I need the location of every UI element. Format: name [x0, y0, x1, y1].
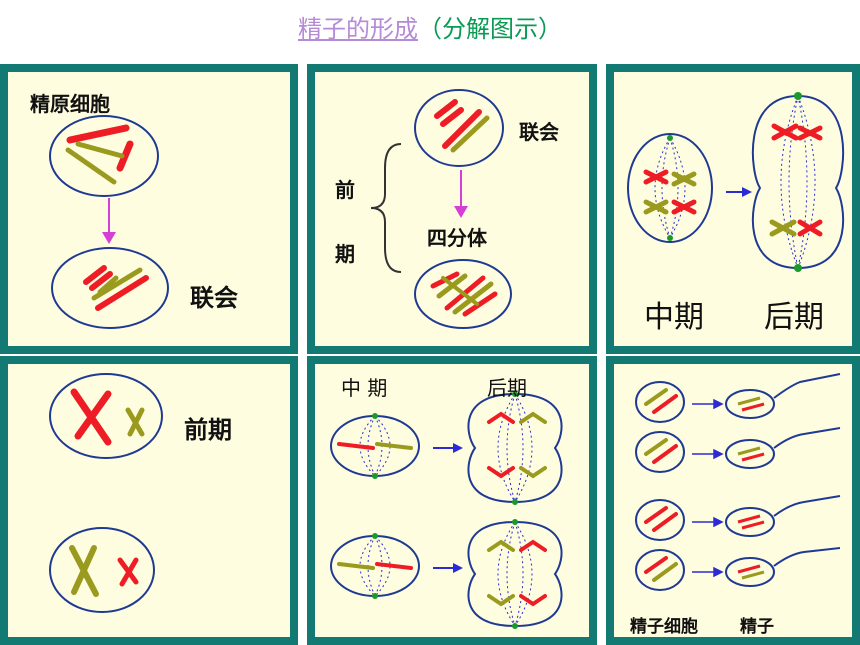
upper-cell: [49, 373, 163, 459]
label-metaphase: 中期: [644, 300, 704, 335]
spindle-fibers: [654, 137, 686, 239]
tetrad-cell: [414, 259, 512, 329]
chromosomes: [65, 124, 134, 185]
panel-spermiogenesis: 精子细胞 精子: [606, 356, 860, 645]
upper-anaphase-cell: [467, 392, 563, 504]
panel-1-diagram: [49, 115, 169, 329]
spindle-fibers: [780, 95, 816, 269]
lower-chromosomes: [69, 545, 139, 597]
synapsis-cell: [414, 89, 504, 167]
right-arrow-upper: [433, 443, 463, 453]
metaphase-chromosomes: [643, 169, 697, 215]
title-link[interactable]: 精子的形成: [298, 15, 418, 43]
panel-prophase-i: 联会 前 期 四分体: [307, 64, 597, 354]
label-qian: 前: [335, 178, 355, 202]
label-anaphase: 后期: [764, 300, 824, 335]
metaphase-cell: [627, 133, 713, 243]
panel-spermatogonium: 精原细胞 联会: [0, 64, 298, 354]
panel-2-diagram: [370, 89, 512, 329]
label-sperm: 精子: [740, 617, 774, 637]
panel-3-diagram: [627, 92, 845, 272]
label-tetrad: 四分体: [427, 226, 487, 250]
lower-cell: [49, 527, 155, 613]
down-arrow: [102, 198, 116, 244]
brace: [370, 143, 402, 273]
anaphase-cell: [751, 94, 845, 270]
spermatogonium-cell: [49, 115, 159, 197]
label-spermatogonium: 精原细胞: [30, 92, 110, 116]
page-title: 精子的形成（分解图示）: [0, 14, 860, 44]
right-arrow: [726, 187, 752, 197]
tetrad-chromosomes: [430, 271, 498, 317]
paired-chromosomes: [83, 265, 149, 311]
panel-prophase-ii: 前期: [0, 356, 298, 645]
anaphase-chromosomes: [769, 123, 823, 237]
panel-metaphase-anaphase-ii: 中 期 后期: [307, 356, 597, 645]
title-subtitle: （分解图示）: [418, 15, 562, 43]
lower-anaphase-cell: [467, 520, 563, 628]
arrows: [692, 398, 724, 578]
label-anaphase: 后期: [487, 376, 527, 400]
label-synapsis: 联会: [190, 284, 238, 312]
spermatids: [635, 381, 685, 591]
panel-5-diagram: [330, 391, 563, 629]
panel-6-diagram: [635, 373, 841, 591]
panel-metaphase-anaphase-i: 中期 后期: [606, 64, 860, 354]
upper-chromosomes: [70, 388, 145, 446]
label-qi: 期: [335, 242, 355, 266]
label-metaphase: 中 期: [341, 376, 388, 400]
label-synapsis: 联会: [519, 120, 559, 144]
panel-4-diagram: [49, 373, 163, 613]
paired-chromosomes: [434, 99, 490, 153]
right-arrow-lower: [433, 563, 463, 573]
sperm-cells: [725, 373, 841, 587]
synapsis-cell: [51, 247, 169, 329]
label-spermatid: 精子细胞: [630, 617, 698, 637]
down-arrow: [454, 170, 468, 218]
label-prophase: 前期: [184, 416, 232, 444]
